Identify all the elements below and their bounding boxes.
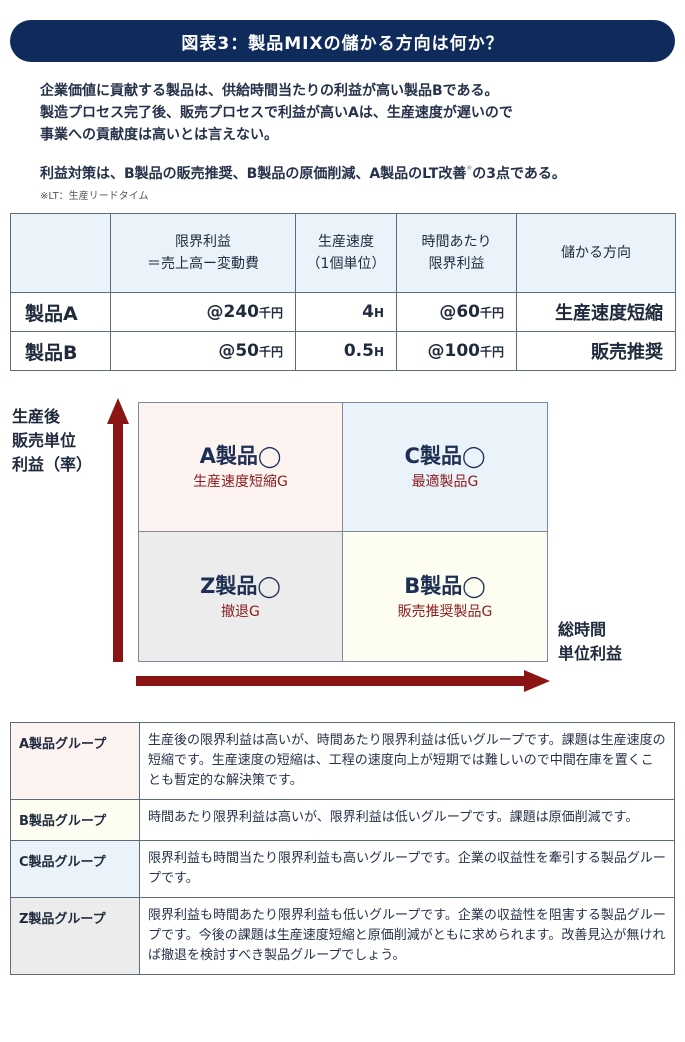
table-header-row: 限界利益＝売上高ー変動費 生産速度（1個単位） 時間あたり限界利益 儲かる方向 <box>10 213 676 293</box>
y-arrow-head <box>107 398 129 424</box>
product-matrix: A製品◯ 生産速度短縮G C製品◯ 最適製品G Z製品◯ 撤退G B製品◯ 販売… <box>138 402 548 662</box>
group-description: 限界利益も時間あたり限界利益も低いグループです。企業の収益性を阻害する製品グルー… <box>139 897 675 975</box>
x-arrow-shaft <box>136 676 526 686</box>
intro-paragraph: 企業価値に貢献する製品は、供給時間当たりの利益が高い製品Bである。 製造プロセス… <box>40 80 670 146</box>
group-description: 生産後の限界利益は高いが、時間あたり限界利益は低いグループです。課題は生産速度の… <box>139 722 675 800</box>
hourly-profit-cell: @100千円 <box>396 331 517 371</box>
y-axis-arrow <box>107 398 129 662</box>
x-axis-label: 総時間 単位利益 <box>558 620 623 663</box>
quadrant-subtitle: 撤退G <box>221 603 260 620</box>
row-label: 製品A <box>10 292 111 332</box>
group-description: 限界利益も時間当たり限界利益も高いグループです。企業の収益性を牽引する製品グルー… <box>139 840 675 898</box>
intro-line: 企業価値に貢献する製品は、供給時間当たりの利益が高い製品Bである。 <box>40 83 499 99</box>
header-profit-direction: 儲かる方向 <box>516 213 676 293</box>
group-name: A製品グループ <box>10 722 140 800</box>
y-arrow-shaft <box>113 422 123 662</box>
table-row: B製品グループ 時間あたり限界利益は高いが、限界利益は低いグループです。課題は原… <box>10 799 675 841</box>
group-name: C製品グループ <box>10 840 140 898</box>
strategy-suffix: の3点である。 <box>472 166 566 182</box>
group-name: Z製品グループ <box>10 897 140 975</box>
quadrant-b: B製品◯ 販売推奨製品G <box>343 532 547 661</box>
quadrant-title: C製品◯ <box>404 444 486 468</box>
quadrant-title: A製品◯ <box>199 444 282 468</box>
group-description: 時間あたり限界利益は高いが、限界利益は低いグループです。課題は原価削減です。 <box>139 799 675 841</box>
header-production-speed: 生産速度（1個単位） <box>295 213 397 293</box>
product-group-table: A製品グループ 生産後の限界利益は高いが、時間あたり限界利益は低いグループです。… <box>10 722 675 975</box>
speed-cell: 4H <box>295 292 397 332</box>
strategy-main: 利益対策は、B製品の販売推奨、B製品の原価削減、A製品のLT改善 <box>40 166 467 182</box>
intro-line: 事業への貢献度は高いとは言えない。 <box>40 127 278 143</box>
quadrant-subtitle: 最適製品G <box>411 474 479 490</box>
strategy-text: 利益対策は、B製品の販売推奨、B製品の原価削減、A製品のLT改善※の3点である。 <box>40 163 680 183</box>
strategy-footnote-mark: ※ <box>466 164 473 172</box>
quadrant-title: Z製品◯ <box>200 573 281 598</box>
quadrant-a: A製品◯ 生産速度短縮G <box>139 403 343 532</box>
lt-footnote: ※LT：生産リードタイム <box>40 191 149 202</box>
y-axis-label: 生産後 販売単位 利益（率） <box>12 407 93 474</box>
hourly-profit-cell: @60千円 <box>396 292 517 332</box>
direction-cell: 販売推奨 <box>516 331 676 371</box>
direction-cell: 生産速度短縮 <box>516 292 676 332</box>
quadrant-c: C製品◯ 最適製品G <box>343 403 547 532</box>
table-row: Z製品グループ 限界利益も時間あたり限界利益も低いグループです。企業の収益性を阻… <box>10 897 675 975</box>
header-empty-cell <box>10 213 111 293</box>
table-row: 製品A @240千円 4H @60千円 生産速度短縮 <box>10 292 676 332</box>
quadrant-title: B製品◯ <box>404 573 486 598</box>
table-row: 製品B @50千円 0.5H @100千円 販売推奨 <box>10 331 676 371</box>
quadrant-subtitle: 販売推奨製品G <box>397 603 493 620</box>
table-row: C製品グループ 限界利益も時間当たり限界利益も高いグループです。企業の収益性を牽… <box>10 840 675 898</box>
header-marginal-profit: 限界利益＝売上高ー変動費 <box>110 213 296 293</box>
row-label: 製品B <box>10 331 111 371</box>
intro-line: 製造プロセス完了後、販売プロセスで利益が高いAは、生産速度が遅いので <box>40 105 513 121</box>
header-hourly-profit: 時間あたり限界利益 <box>396 213 517 293</box>
group-name: B製品グループ <box>10 799 140 841</box>
speed-cell: 0.5H <box>295 331 397 371</box>
figure-title: 図表3：製品MIXの儲かる方向は何か？ <box>10 20 675 62</box>
quadrant-z: Z製品◯ 撤退G <box>139 532 343 661</box>
marginal-profit-cell: @240千円 <box>110 292 296 332</box>
table-row: A製品グループ 生産後の限界利益は高いが、時間あたり限界利益は低いグループです。… <box>10 722 675 800</box>
x-arrow-head <box>524 670 550 692</box>
product-comparison-table: 限界利益＝売上高ー変動費 生産速度（1個単位） 時間あたり限界利益 儲かる方向 … <box>10 213 676 371</box>
quadrant-subtitle: 生産速度短縮G <box>193 474 288 490</box>
x-axis-arrow <box>136 670 550 692</box>
marginal-profit-cell: @50千円 <box>110 331 296 371</box>
